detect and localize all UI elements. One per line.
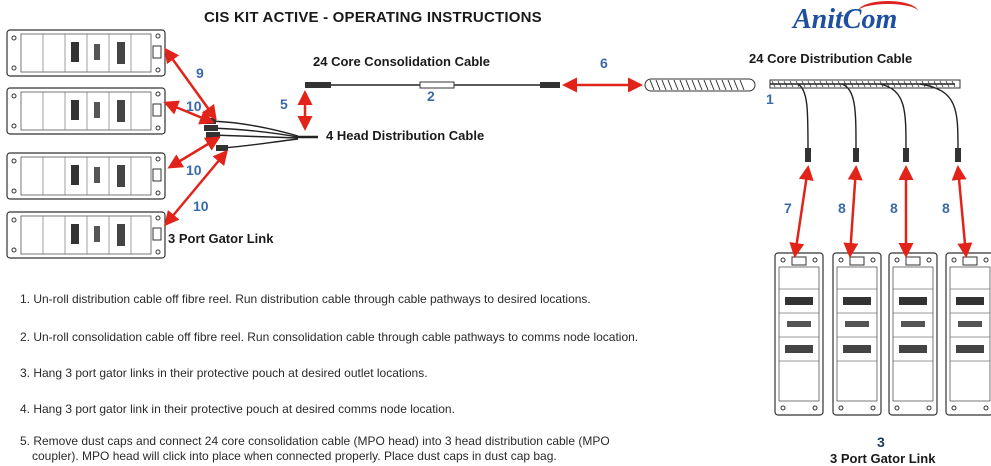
instruction-3: 3. Hang 3 port gator links in their prot… — [20, 366, 428, 380]
instruction-5: 5. Remove dust caps and connect 24 core … — [20, 434, 610, 448]
instruction-1: 1. Un-roll distribution cable off fibre … — [20, 292, 591, 306]
gator-link-label-right: 3 Port Gator Link — [830, 451, 936, 466]
connection-arrows — [163, 47, 973, 258]
instruction-5-continued: coupler). MPO head will click into place… — [32, 449, 557, 463]
gator-link-panel-2 — [6, 87, 166, 135]
arrow-10a — [163, 100, 215, 125]
arrow-10c — [164, 149, 228, 227]
step-number-8a: 8 — [838, 200, 846, 216]
step-number-6: 6 — [600, 55, 608, 71]
instruction-4: 4. Hang 3 port gator link in their prote… — [20, 402, 455, 416]
step-number-10b: 10 — [186, 162, 202, 178]
step-number-8b: 8 — [890, 200, 898, 216]
arrow-8c — [951, 165, 973, 258]
step-number-10a: 10 — [186, 98, 202, 114]
step-number-2: 2 — [427, 88, 435, 104]
head-distribution-fan — [209, 120, 318, 149]
arrow-7 — [789, 165, 814, 258]
instruction-2: 2. Un-roll consolidation cable off fibre… — [20, 330, 639, 344]
head-distribution-cable-label: 4 Head Distribution Cable — [326, 128, 485, 143]
step-number-3: 3 — [877, 434, 885, 450]
anitcom-logo: AnitCom — [793, 4, 898, 35]
gator-link-vpanel-4 — [945, 252, 991, 416]
logo-swoosh — [858, 1, 918, 22]
page-title: CIS KIT ACTIVE - OPERATING INSTRUCTIONS — [204, 9, 542, 26]
step-number-8c: 8 — [942, 200, 950, 216]
coil-section — [644, 78, 756, 92]
distribution-cable — [770, 83, 959, 151]
gator-link-label-left: 3 Port Gator Link — [168, 231, 274, 246]
distribution-cable-label: 24 Core Distribution Cable — [749, 51, 913, 66]
gator-link-panel-1 — [6, 29, 166, 77]
gator-link-vpanel-1 — [774, 252, 824, 416]
step-number-1: 1 — [766, 91, 774, 107]
gator-link-vpanel-3 — [888, 252, 938, 416]
step-number-9: 9 — [196, 65, 204, 81]
arrow-8a — [843, 165, 863, 258]
step-number-7: 7 — [784, 200, 792, 216]
step-number-5: 5 — [280, 96, 288, 112]
consolidation-cable-label: 24 Core Consolidation Cable — [313, 54, 490, 69]
gator-link-vpanel-2 — [832, 252, 882, 416]
consolidation-cable — [305, 81, 560, 89]
gator-link-panel-3 — [6, 152, 166, 200]
step-number-10c: 10 — [193, 198, 209, 214]
gator-link-panel-4 — [6, 211, 166, 259]
